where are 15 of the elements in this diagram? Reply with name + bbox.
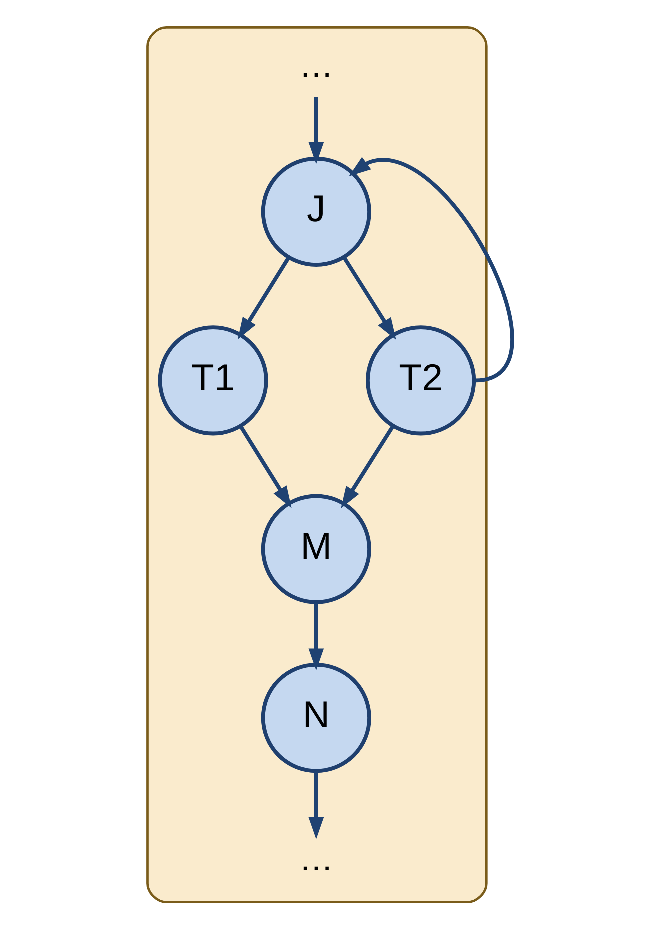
node-circle: N — [260, 662, 371, 774]
node-circle: T1 — [158, 326, 268, 436]
arrow — [342, 256, 396, 340]
cluster — [146, 26, 488, 904]
node-circle: M — [260, 494, 371, 604]
arrow — [308, 96, 324, 164]
arrow — [348, 157, 514, 383]
arrow — [340, 425, 394, 509]
node-circle: T2 — [366, 326, 476, 436]
arrow — [308, 771, 324, 840]
arrow — [238, 426, 292, 508]
arrow — [308, 602, 324, 671]
node-text: … — [298, 840, 334, 878]
arrow — [237, 256, 290, 340]
node-text: … — [298, 47, 334, 86]
